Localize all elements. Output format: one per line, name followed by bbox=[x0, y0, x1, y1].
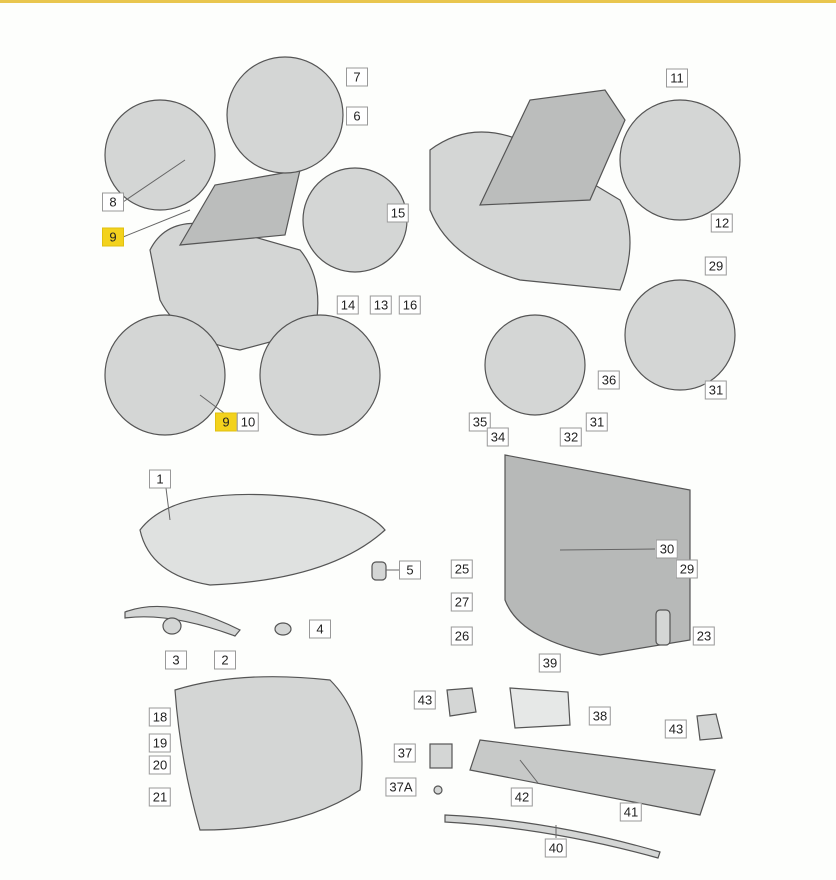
car-front-right bbox=[429, 131, 631, 291]
detail-circle-8 bbox=[104, 99, 216, 211]
label-6: 6 bbox=[346, 106, 368, 126]
label-20: 20 bbox=[148, 755, 172, 775]
cap-43-right bbox=[696, 713, 723, 741]
label-35: 35 bbox=[468, 412, 492, 432]
label-5: 5 bbox=[399, 560, 421, 580]
cap-43-left bbox=[446, 687, 477, 717]
label-19: 19 bbox=[148, 733, 172, 753]
label-31: 31 bbox=[704, 380, 728, 400]
plenum-panel-41-42 bbox=[469, 739, 716, 816]
grommet-4 bbox=[274, 622, 292, 636]
label-32: 32 bbox=[559, 427, 583, 447]
emblem-3 bbox=[162, 617, 182, 635]
trim-strip-2 bbox=[124, 605, 241, 637]
label-13: 13 bbox=[369, 295, 393, 315]
wing-panel bbox=[504, 454, 691, 656]
label-39: 39 bbox=[538, 653, 562, 673]
label-43: 43 bbox=[413, 690, 437, 710]
label-29: 29 bbox=[675, 559, 699, 579]
detail-circle-29-31 bbox=[624, 279, 736, 391]
label-11: 11 bbox=[666, 68, 688, 88]
top-border bbox=[0, 0, 836, 3]
label-3: 3 bbox=[165, 650, 187, 670]
label-27: 27 bbox=[450, 592, 474, 612]
label-34: 34 bbox=[486, 427, 510, 447]
label-9-highlight: 9 bbox=[102, 227, 124, 247]
screw-37A bbox=[433, 785, 443, 795]
label-23: 23 bbox=[692, 626, 716, 646]
label-8: 8 bbox=[102, 192, 124, 212]
label-29: 29 bbox=[704, 256, 728, 276]
label-7: 7 bbox=[346, 67, 368, 87]
cover-23 bbox=[655, 609, 671, 646]
buffer-5 bbox=[371, 561, 387, 581]
detail-circle-9 bbox=[104, 314, 226, 436]
detail-circle-32-35 bbox=[484, 314, 586, 416]
label-36: 36 bbox=[597, 370, 621, 390]
detail-circle-6-7 bbox=[226, 56, 344, 174]
label-26: 26 bbox=[450, 626, 474, 646]
detail-circle-11-12 bbox=[619, 99, 741, 221]
label-15: 15 bbox=[386, 203, 410, 223]
label-37A: 37A bbox=[385, 777, 417, 797]
engine-bay-detail bbox=[174, 676, 363, 831]
seal-38 bbox=[509, 687, 571, 729]
label-41: 41 bbox=[619, 802, 643, 822]
label-43: 43 bbox=[664, 719, 688, 739]
label-9-highlight: 9 bbox=[215, 412, 237, 432]
label-14: 14 bbox=[336, 295, 360, 315]
label-25: 25 bbox=[450, 559, 474, 579]
label-21: 21 bbox=[148, 787, 172, 807]
label-38: 38 bbox=[588, 706, 612, 726]
detail-circle-10 bbox=[259, 314, 381, 436]
label-12: 12 bbox=[710, 213, 734, 233]
label-18: 18 bbox=[148, 707, 172, 727]
label-31: 31 bbox=[585, 412, 609, 432]
bonnet-part-1 bbox=[139, 493, 386, 586]
label-40: 40 bbox=[544, 838, 568, 858]
unit-37 bbox=[429, 743, 453, 769]
label-30: 30 bbox=[655, 539, 679, 559]
label-42: 42 bbox=[510, 787, 534, 807]
open-bonnet-right bbox=[479, 89, 626, 206]
seal-40 bbox=[444, 814, 661, 859]
label-37: 37 bbox=[393, 743, 417, 763]
label-4: 4 bbox=[309, 619, 331, 639]
label-2: 2 bbox=[214, 650, 236, 670]
label-10: 10 bbox=[236, 412, 260, 432]
label-1: 1 bbox=[149, 469, 171, 489]
label-16: 16 bbox=[398, 295, 422, 315]
